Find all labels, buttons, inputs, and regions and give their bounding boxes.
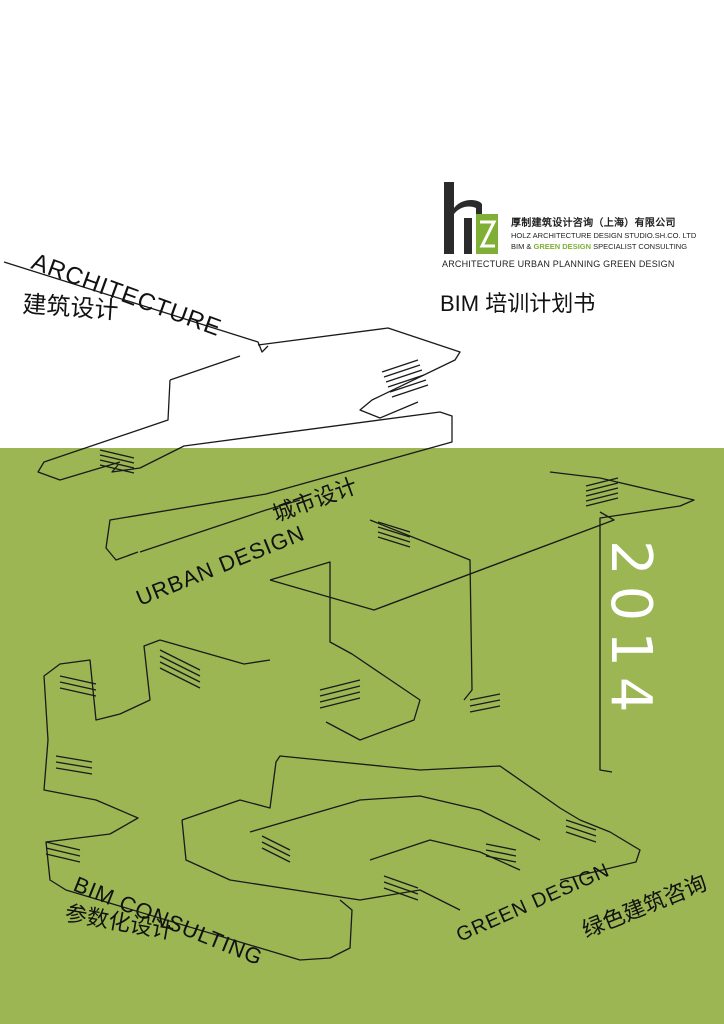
central-inner-line xyxy=(249,795,541,841)
green-panel xyxy=(0,448,724,1024)
hatch-group-center xyxy=(159,649,501,713)
company-logo-block: 厚制建筑设计咨询（上海）有限公司 HOLZ ARCHITECTURE DESIG… xyxy=(442,178,722,273)
lower-left-line xyxy=(43,639,353,961)
central-upper-line xyxy=(181,755,641,881)
middle-loop-line xyxy=(105,411,453,561)
middle-connector-line xyxy=(139,499,301,553)
holz-logo-mark xyxy=(444,182,498,254)
hatch-group-lower xyxy=(261,819,597,901)
connector-line xyxy=(169,355,241,381)
company-name-en: HOLZ ARCHITECTURE DESIGN STUDIO.SH.CO. L… xyxy=(511,231,697,240)
lower-left-connector-line xyxy=(159,639,271,665)
company-services-line: ARCHITECTURE URBAN PLANNING GREEN DESIGN xyxy=(442,259,675,269)
left-stair-line xyxy=(37,379,171,481)
company-name-cn: 厚制建筑设计咨询（上海）有限公司 xyxy=(511,218,676,229)
isometric-paths xyxy=(3,261,695,961)
hatch-group-top-left xyxy=(99,449,135,474)
central-lower-line xyxy=(181,819,461,911)
tagline-green-design: GREEN DESIGN xyxy=(533,242,592,251)
central-lower-inner-line xyxy=(369,839,521,871)
company-tagline: BIM & GREEN DESIGN SPECIALIST CONSULTING xyxy=(511,242,687,251)
top-loop-line xyxy=(257,327,461,419)
tagline-suffix: SPECIALIST CONSULTING xyxy=(591,242,688,251)
hatch-group-left xyxy=(45,675,97,863)
document-title: BIM 培训计划书 xyxy=(440,291,596,316)
year-label: 2014 xyxy=(598,540,663,723)
year-frame-line xyxy=(549,471,695,773)
urban-right-line xyxy=(369,519,473,701)
hatch-group-year xyxy=(585,477,619,507)
urban-center-line xyxy=(269,561,421,741)
architecture-cn-label: 建筑设计 xyxy=(22,290,120,325)
hatch-group-top-right xyxy=(381,359,429,398)
architecture-rail-line xyxy=(3,261,269,353)
urban-diagonal-line xyxy=(269,511,615,611)
hatch-group-urban xyxy=(377,521,411,548)
tagline-prefix: BIM & xyxy=(511,242,534,251)
